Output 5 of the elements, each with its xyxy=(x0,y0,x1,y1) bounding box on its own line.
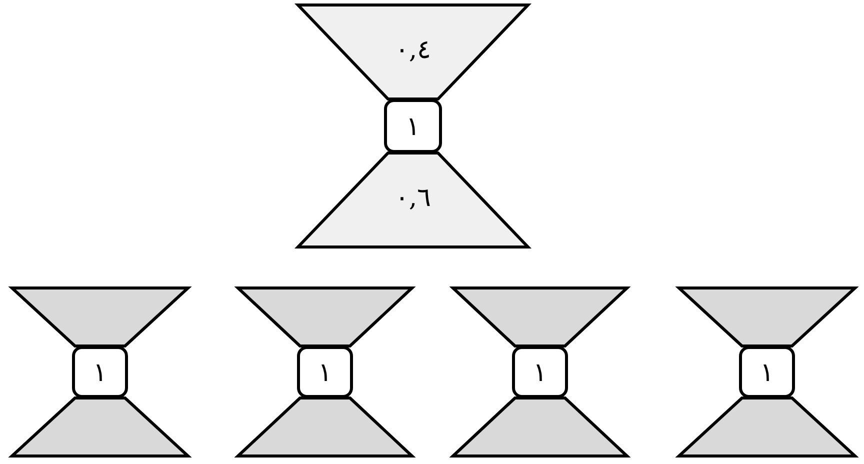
value-box: ١ xyxy=(739,346,795,398)
value-box: ١ xyxy=(72,346,128,398)
value-box: ١ xyxy=(384,99,442,153)
value-box: ١ xyxy=(512,346,568,398)
value-box: ١ xyxy=(297,346,353,398)
